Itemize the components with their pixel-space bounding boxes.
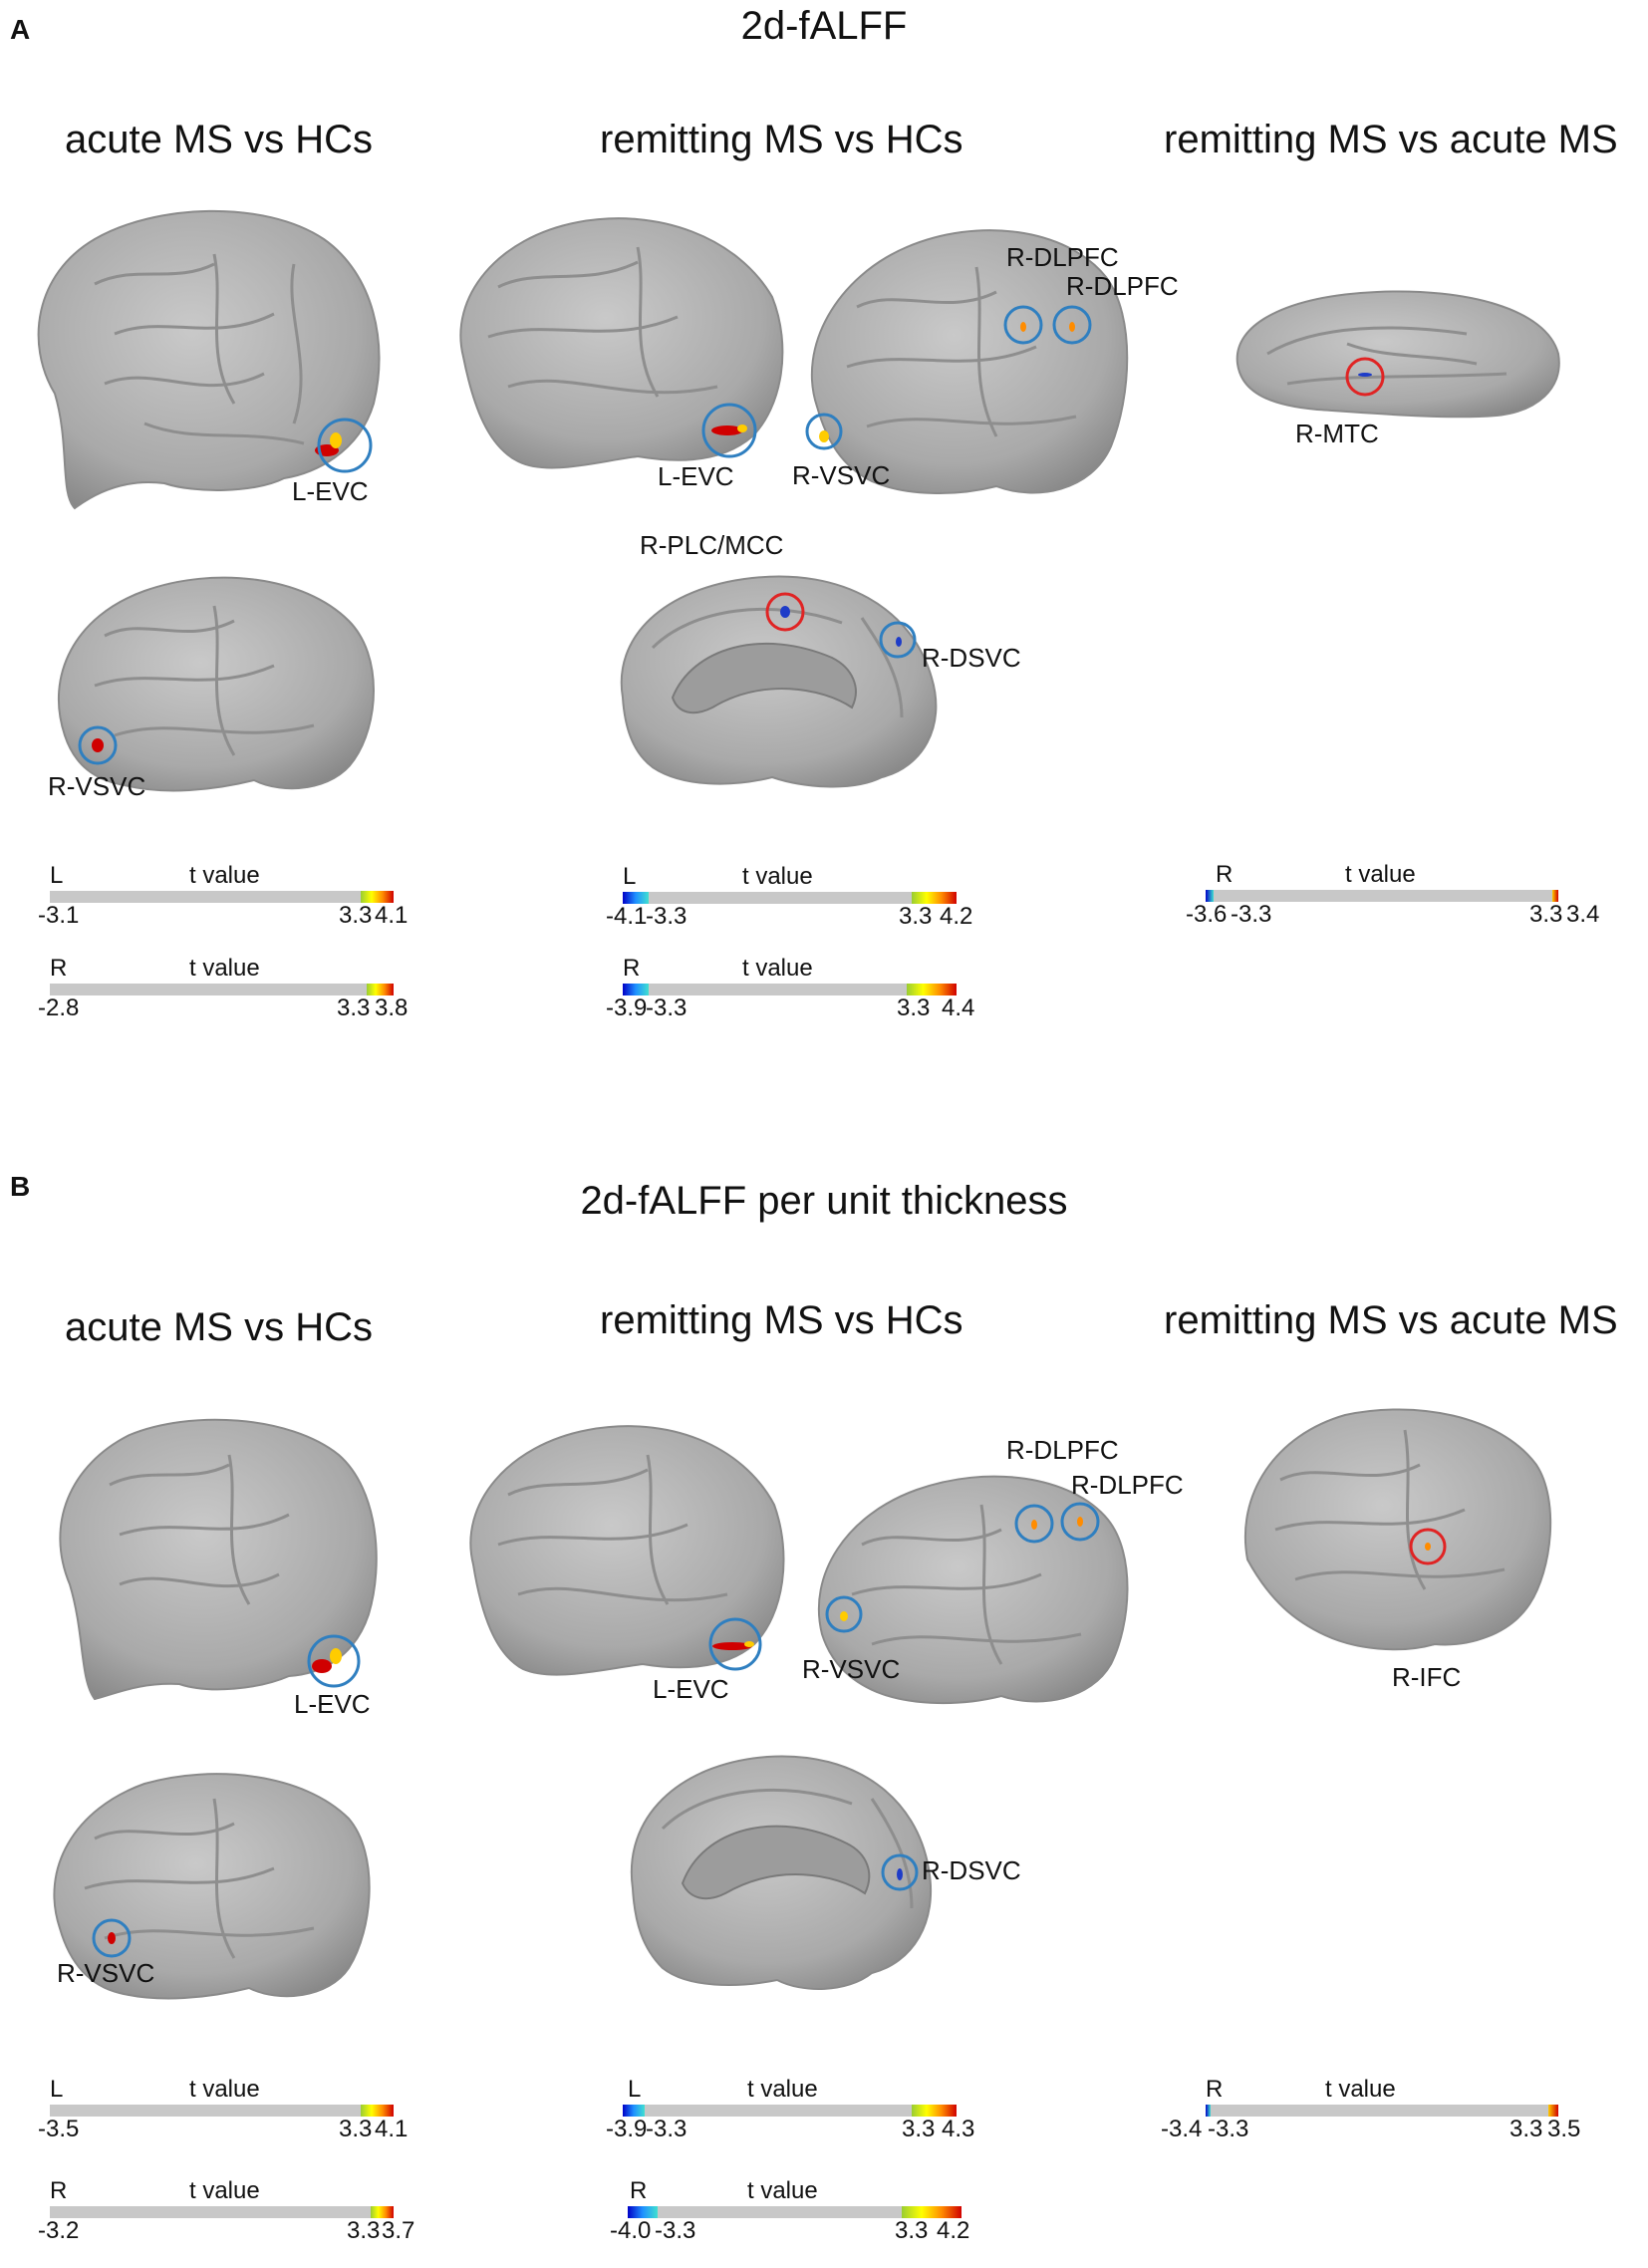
colorbar: R t value xyxy=(50,2177,399,2237)
region-label: R-IFC xyxy=(1392,1662,1462,1692)
highlight-circle xyxy=(879,621,917,659)
brain-lateral-left-image xyxy=(469,1425,785,1676)
highlight-circle xyxy=(805,413,843,450)
col-title-b1: acute MS vs HCs xyxy=(65,1305,373,1349)
col-title-a1: acute MS vs HCs xyxy=(65,118,373,161)
region-label: R-VSVC xyxy=(57,1958,155,1988)
region-label: L-EVC xyxy=(658,461,734,491)
col-title-b3: remitting MS vs acute MS xyxy=(1164,1298,1618,1342)
brain-lateral-left-image xyxy=(37,209,381,510)
region-label: R-DLPFC xyxy=(1066,271,1179,301)
region-label: R-MTC xyxy=(1295,419,1379,448)
highlight-circle xyxy=(1345,357,1385,397)
colorbar: R t value xyxy=(623,955,961,1014)
highlight-circle xyxy=(92,1918,132,1958)
brain-lateral-left-image xyxy=(59,1418,378,1701)
highlight-circle xyxy=(701,403,757,458)
col-title-b2: remitting MS vs HCs xyxy=(600,1298,963,1342)
highlight-circle xyxy=(1409,1528,1447,1565)
colorbar: L t value xyxy=(50,862,399,922)
panel-title-a: 2d-fALFF xyxy=(740,4,908,48)
highlight-circle xyxy=(708,1617,762,1671)
highlight-circle xyxy=(307,1634,361,1688)
region-label: R-DLPFC xyxy=(1006,1435,1119,1465)
brain-medial-image xyxy=(620,575,938,788)
colorbar: R t value xyxy=(628,2177,966,2237)
highlight-circle xyxy=(1003,305,1043,345)
region-label: R-DSVC xyxy=(922,643,1021,673)
brain-lateral-right-image xyxy=(57,576,375,792)
colorbar: L t value xyxy=(623,863,961,923)
panel-title-b: 2d-fALFF per unit thickness xyxy=(580,1179,1068,1223)
brain-medial-image xyxy=(630,1755,933,1991)
brain-lateral-right-image xyxy=(805,229,1129,494)
panel-letter-a: A xyxy=(10,14,31,45)
brain-lateral-right-image xyxy=(1243,1408,1552,1651)
brain-lateral-left-image xyxy=(459,217,784,469)
highlight-circle xyxy=(1060,1502,1100,1542)
region-label: R-DLPFC xyxy=(1006,242,1119,272)
highlight-circle xyxy=(881,1853,919,1891)
region-label: R-VSVC xyxy=(48,771,146,801)
region-label: R-DSVC xyxy=(922,1855,1021,1885)
highlight-circle xyxy=(1014,1504,1054,1544)
colorbar: L t value xyxy=(623,2076,961,2135)
region-label: L-EVC xyxy=(653,1674,729,1704)
col-title-a3: remitting MS vs acute MS xyxy=(1164,118,1618,161)
highlight-circle xyxy=(765,592,805,632)
colorbar: R t value xyxy=(1206,2076,1564,2135)
region-label: L-EVC xyxy=(294,1689,371,1719)
highlight-circle xyxy=(825,1595,863,1633)
brain-medial-image xyxy=(1236,290,1560,419)
region-label: R-PLC/MCC xyxy=(640,530,784,560)
region-label: R-DLPFC xyxy=(1071,1470,1184,1500)
highlight-circle xyxy=(1052,305,1092,345)
region-label: R-VSVC xyxy=(802,1654,901,1684)
region-label: L-EVC xyxy=(292,476,369,506)
highlight-circle xyxy=(78,725,118,765)
brain-lateral-right-image xyxy=(817,1475,1129,1705)
brain-lateral-right-image xyxy=(53,1773,371,2000)
colorbar: R t value xyxy=(1206,861,1564,921)
panel-letter-b: B xyxy=(10,1171,31,1202)
colorbar: L t value xyxy=(50,2076,399,2135)
col-title-a2: remitting MS vs HCs xyxy=(600,118,963,161)
region-label: R-VSVC xyxy=(792,460,891,490)
colorbar: R t value xyxy=(50,955,399,1014)
highlight-circle xyxy=(317,418,373,473)
